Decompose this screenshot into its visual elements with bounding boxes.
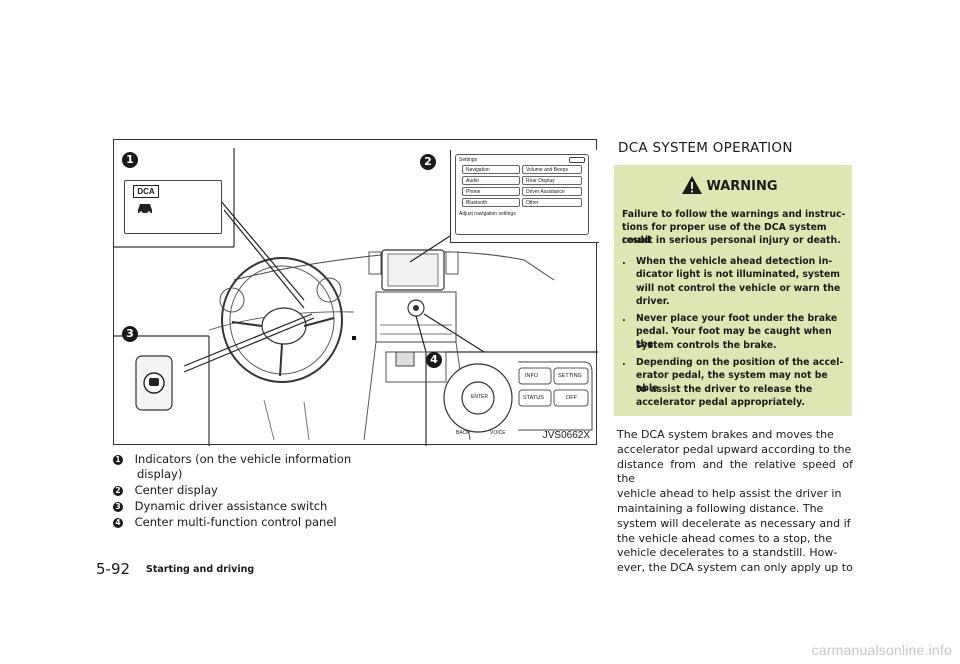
caption-3-number: 3 (113, 502, 123, 512)
figure-code: JVS0662X (542, 430, 590, 441)
off-button-label: OFF (566, 395, 577, 401)
settings-option-other: Other (522, 198, 582, 207)
caption-3: 3 Dynamic driver assistance switch (113, 499, 327, 513)
body-line: system will decelerate as necessary and … (617, 516, 851, 530)
center-display-inset: Settings Navigation Volume and Beeps Aud… (450, 150, 599, 243)
settings-option-driver-assistance: Driver Assistance (522, 187, 582, 196)
caption-1-text: Indicators (on the vehicle information (134, 452, 352, 466)
body-line: the vehicle ahead comes to a stop, the (617, 531, 832, 545)
caption-2-number: 2 (113, 486, 123, 496)
bullet-3-line-1: Depending on the position of the accel- (636, 357, 844, 368)
caption-2-text: Center display (134, 483, 218, 497)
body-line: accelerator pedal upward according to th… (617, 442, 852, 456)
warning-line-3: result in serious personal injury or dea… (622, 235, 841, 246)
body-line: The DCA system brakes and moves the (617, 428, 834, 441)
bullet-2-line-2: pedal. Your foot may be caught when the (636, 326, 832, 351)
dca-indicator-display: DCA (124, 180, 222, 234)
callout-4: 4 (426, 352, 442, 368)
back-button-label: BACK (456, 430, 470, 436)
settings-screen-title: Settings (459, 157, 478, 163)
section-heading: DCA SYSTEM OPERATION (618, 140, 793, 156)
caption-1-continued: display) (137, 467, 183, 481)
body-paragraph: The DCA system brakes and moves the acce… (617, 428, 853, 576)
callout-3: 3 (122, 326, 138, 342)
dashboard-illustration: DCA Settings Navigation Volume and Beeps… (113, 139, 599, 446)
bullet-1-line-2: dicator light is not illuminated, system (636, 269, 840, 280)
bullet-3-line-3: to assist the driver to release the (636, 384, 813, 395)
caption-3-text: Dynamic driver assistance switch (134, 499, 328, 513)
vehicle-ahead-icon (138, 204, 152, 215)
dashboard-drawing (114, 148, 598, 446)
voice-button-label: VOICE (490, 430, 506, 436)
settings-option-navigation: Navigation (462, 165, 520, 174)
body-line: vehicle ahead to help assist the driver … (617, 487, 842, 501)
callout-2: 2 (420, 154, 436, 170)
settings-option-audio: Audio (462, 176, 520, 185)
warning-triangle-icon (682, 176, 702, 194)
dca-indicator-badge: DCA (133, 185, 159, 198)
watermark: carmanualsonline.info (811, 642, 952, 658)
caption-4-text: Center multi-function control panel (134, 515, 337, 529)
warning-title: WARNING (706, 179, 778, 194)
warning-line-1: Failure to follow the warnings and instr… (622, 209, 846, 220)
enter-button-label: ENTER (471, 394, 488, 400)
bullet-2-line-3: system controls the brake. (636, 340, 777, 351)
caption-2: 2 Center display (113, 483, 218, 497)
settings-option-bluetooth: Bluetooth (462, 198, 520, 207)
setting-button-label: SETTING (558, 373, 582, 379)
bullet-1-line-4: driver. (636, 296, 670, 307)
callout-1: 1 (122, 152, 138, 168)
info-button-label: INFO (525, 373, 539, 379)
bullet-1-line-1: When the vehicle ahead detection in- (636, 256, 833, 267)
settings-option-rear-display: Rear Display (522, 176, 582, 185)
settings-screen: Settings Navigation Volume and Beeps Aud… (455, 154, 589, 235)
settings-screen-footer: Adjust navigation settings (459, 211, 516, 217)
caption-1: 1 Indicators (on the vehicle information (113, 452, 351, 466)
back-button-icon (569, 157, 585, 163)
body-line: vehicle decelerates to a standstill. How… (617, 546, 838, 560)
bullet-3-marker: . (622, 357, 626, 368)
warning-line-2: tions for proper use of the DCA system c… (622, 222, 827, 247)
settings-option-phone: Phone (462, 187, 520, 196)
caption-4-number: 4 (113, 518, 123, 528)
bullet-2-line-1: Never place your foot under the brake (636, 313, 838, 324)
status-button-label: STATUS (523, 395, 544, 401)
section-title: Starting and driving (146, 564, 255, 575)
settings-option-volume: Volume and Beeps (522, 165, 582, 174)
bullet-1-marker: . (622, 256, 626, 267)
caption-1-number: 1 (113, 455, 123, 465)
page-number: 5-92 (96, 560, 131, 578)
warning-box: WARNING Failure to follow the warnings a… (614, 165, 852, 416)
bullet-2-marker: . (622, 313, 626, 324)
bullet-1-line-3: will not control the vehicle or warn the (636, 283, 841, 294)
bullet-3-line-4: accelerator pedal appropriately. (636, 397, 805, 408)
caption-4: 4 Center multi-function control panel (113, 515, 337, 529)
bullet-3-line-2: erator pedal, the system may not be able (636, 370, 828, 395)
body-line: distance from and the relative speed of … (617, 457, 853, 486)
body-line: ever, the DCA system can only apply up t… (617, 561, 853, 575)
body-line: maintaining a following distance. The (617, 501, 824, 515)
